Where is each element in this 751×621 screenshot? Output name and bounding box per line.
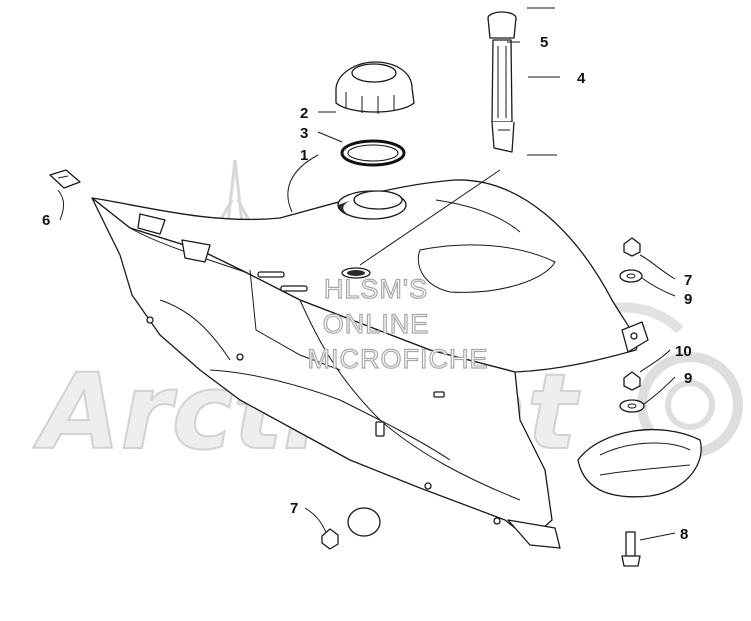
leader-lines bbox=[57, 7, 676, 541]
bracket bbox=[49, 169, 81, 189]
callout-5: 5 bbox=[540, 34, 548, 51]
tank-pad bbox=[577, 428, 702, 498]
callout-9-upper: 9 bbox=[684, 291, 692, 308]
fuel-sender bbox=[487, 11, 517, 153]
callouts: 1 2 3 4 5 6 7 9 10 9 7 8 bbox=[42, 34, 692, 543]
callout-10: 10 bbox=[675, 343, 692, 360]
watermark-line-2: ONLINE bbox=[323, 309, 430, 339]
callout-7-upper: 7 bbox=[684, 272, 692, 289]
callout-4: 4 bbox=[577, 70, 586, 87]
callout-9-lower: 9 bbox=[684, 370, 692, 387]
callout-2: 2 bbox=[300, 105, 308, 122]
watermark-text: HLSM'S ONLINE MICROFICHE bbox=[307, 273, 489, 374]
fuel-cap bbox=[335, 61, 415, 114]
callout-3: 3 bbox=[300, 125, 308, 142]
callout-8: 8 bbox=[680, 526, 688, 543]
cap-gasket bbox=[340, 139, 406, 167]
callout-7-lower: 7 bbox=[290, 500, 298, 517]
bolt bbox=[621, 531, 641, 567]
callout-6: 6 bbox=[42, 212, 50, 229]
watermark-line-3: MICROFICHE bbox=[308, 344, 489, 374]
watermark-line-1: HLSM'S bbox=[324, 274, 428, 304]
hardware bbox=[321, 237, 645, 550]
callout-1: 1 bbox=[300, 147, 308, 164]
fuel-tank bbox=[91, 179, 649, 549]
